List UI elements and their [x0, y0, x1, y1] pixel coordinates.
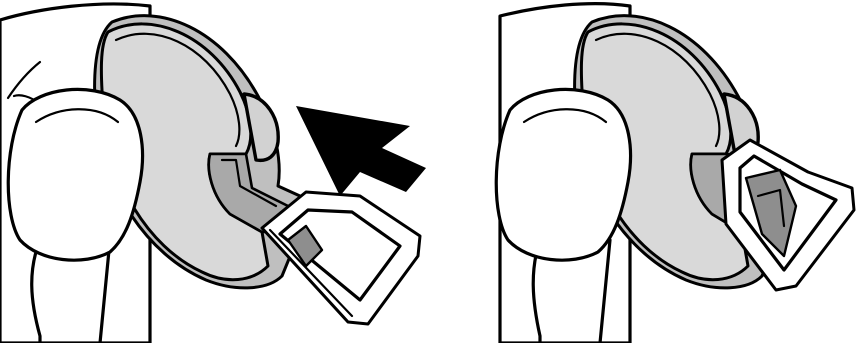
attach-illustration	[0, 0, 440, 343]
panel-step-attached	[440, 0, 857, 343]
thumb-icon	[496, 89, 630, 260]
thumb-icon	[8, 89, 142, 260]
panel-step-attach	[0, 0, 440, 343]
push-arrow-icon	[296, 106, 426, 196]
attached-illustration	[440, 0, 857, 343]
